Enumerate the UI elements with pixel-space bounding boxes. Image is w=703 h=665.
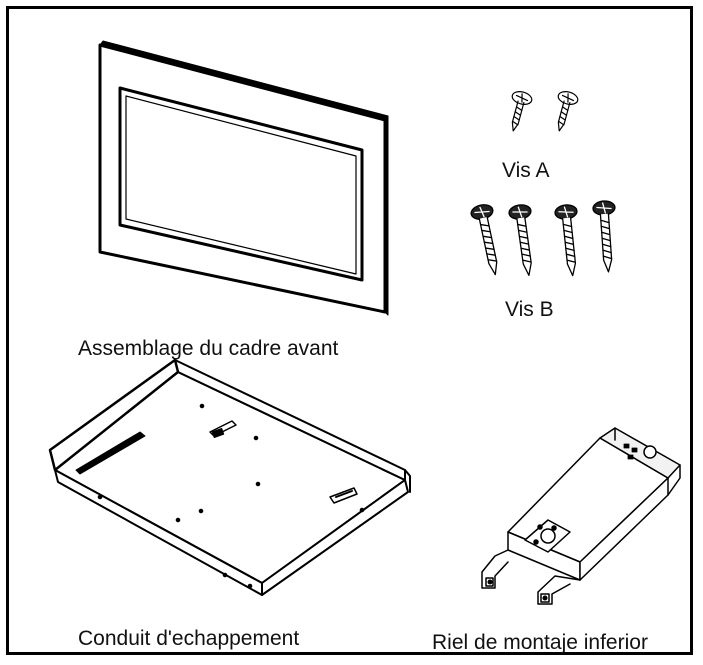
bottom-rail-label: Riel de montaje inferior <box>432 631 648 654</box>
screws-a-label: Vis A <box>502 159 550 182</box>
screws-b-label: Vis B <box>505 298 554 321</box>
exhaust-duct-label: Conduit d'echappement <box>78 627 300 650</box>
long-screw-icon <box>470 200 616 277</box>
front-frame-label: Assemblage du cadre avant <box>78 337 339 360</box>
short-screw-icon <box>511 91 579 132</box>
front-frame-assembly-icon <box>98 40 389 316</box>
bottom-mounting-rail-icon <box>481 427 681 605</box>
exhaust-duct-icon <box>48 358 411 596</box>
